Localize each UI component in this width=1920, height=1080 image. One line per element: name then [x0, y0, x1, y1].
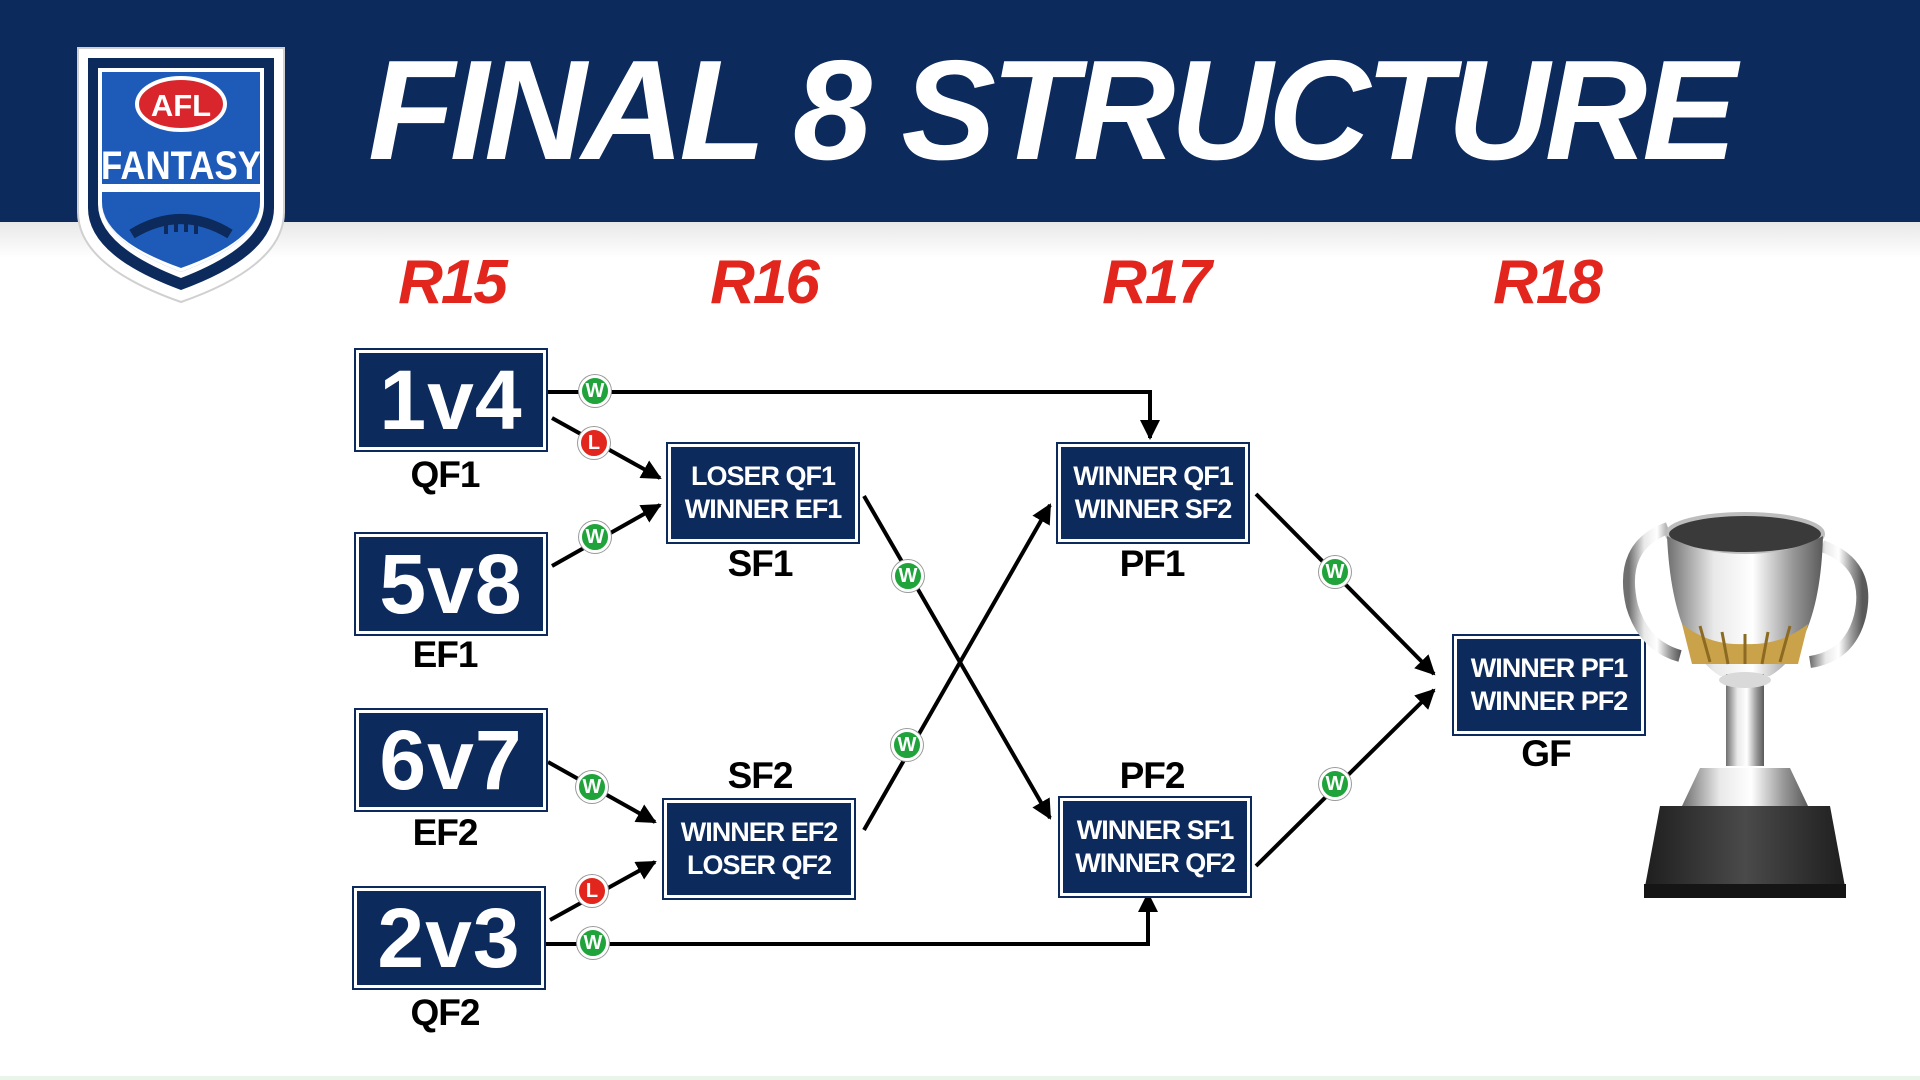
match-label-gf: GF: [1521, 733, 1571, 774]
match-label-qf1: QF1: [410, 454, 481, 495]
bottom-strip: [0, 1076, 1920, 1080]
match-label-qf2: QF2: [410, 992, 481, 1033]
match-box-pf2: WINNER SF1 WINNER QF2: [1060, 798, 1250, 896]
win-badge-qf2-pf2: W: [577, 927, 609, 959]
match-box-gf: WINNER PF1 WINNER PF2: [1454, 636, 1644, 734]
pf2-line1: WINNER SF1: [1076, 815, 1235, 845]
round-heading-r16: R16: [710, 248, 820, 317]
match-ef1-teams: 5v8: [379, 537, 523, 631]
win-badge-ef1-sf1: W: [579, 521, 611, 553]
logo-bottom-text: FANTASY: [101, 144, 261, 188]
pf1-line2: WINNER SF2: [1074, 494, 1233, 524]
round-heading-r17: R17: [1102, 248, 1212, 317]
match-label-pf1: PF1: [1119, 543, 1186, 584]
connector-qf2-to-pf2: [546, 892, 1158, 946]
pf2-line2: WINNER QF2: [1075, 848, 1236, 878]
win-badge-qf1-pf1: W: [579, 375, 611, 407]
connector-qf1-to-pf1: [546, 390, 1160, 440]
match-box-sf2: WINNER EF2 LOSER QF2: [664, 800, 854, 898]
match-qf1-teams: 1v4: [379, 353, 523, 447]
match-label-ef2: EF2: [412, 812, 479, 853]
round-heading-r15: R15: [398, 248, 508, 317]
match-label-sf2: SF2: [727, 755, 794, 796]
page-title: FINAL 8 STRUCTURE: [368, 31, 1737, 190]
win-badge-pf2-gf: W: [1319, 768, 1351, 800]
gf-line1: WINNER PF1: [1470, 653, 1629, 683]
match-box-ef1: 5v8: [356, 534, 546, 634]
sf1-line1: LOSER QF1: [690, 461, 836, 491]
match-label-sf1: SF1: [727, 543, 794, 584]
logo-top-text: AFL: [151, 88, 211, 123]
match-label-pf2: PF2: [1119, 755, 1186, 796]
loss-badge-qf2-sf2: L: [576, 875, 608, 907]
match-box-qf2: 2v3: [354, 888, 544, 988]
win-badge-sf1-pf2: W: [892, 560, 924, 592]
premiership-cup-image: [1623, 512, 1869, 898]
sf2-line2: LOSER QF2: [686, 850, 832, 880]
loss-badge-qf1-sf1: L: [578, 427, 610, 459]
header-shadow: [0, 222, 1920, 258]
match-box-sf1: LOSER QF1 WINNER EF1: [668, 444, 858, 542]
afl-fantasy-logo: AFL FANTASY: [77, 47, 285, 304]
match-qf2-teams: 2v3: [377, 891, 521, 985]
match-box-ef2: 6v7: [356, 710, 546, 810]
header-banner: FINAL 8 STRUCTURE: [0, 0, 1920, 222]
round-heading-r18: R18: [1493, 248, 1603, 317]
pf1-line1: WINNER QF1: [1073, 461, 1234, 491]
match-label-ef1: EF1: [412, 634, 479, 675]
win-badge-pf1-gf: W: [1319, 556, 1351, 588]
match-box-pf1: WINNER QF1 WINNER SF2: [1058, 444, 1248, 542]
connector-sf1-to-pf2: [862, 494, 1052, 820]
win-badge-sf2-pf1: W: [891, 729, 923, 761]
connector-sf2-to-pf1: [862, 503, 1052, 831]
sf2-line1: WINNER EF2: [680, 817, 839, 847]
match-box-qf1: 1v4: [356, 350, 546, 450]
gf-line2: WINNER PF2: [1470, 686, 1629, 716]
win-badge-ef2-sf2: W: [576, 771, 608, 803]
match-ef2-teams: 6v7: [379, 713, 523, 807]
sf1-line2: WINNER EF1: [684, 494, 843, 524]
